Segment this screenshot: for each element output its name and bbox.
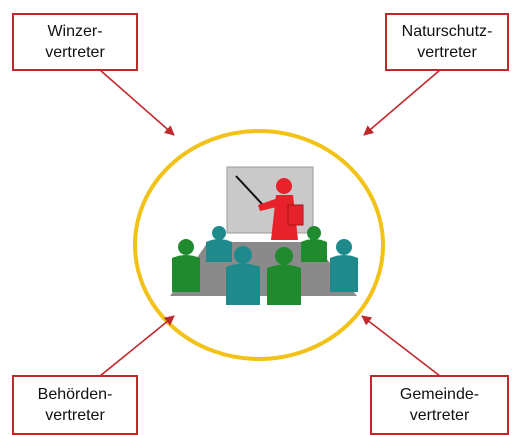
pointer-stick [235,175,263,205]
box-label-line2: vertreter [417,44,477,61]
arrow-top-left [99,69,175,136]
central-circle [133,129,385,361]
person-back-left [206,226,232,262]
box-behoerdenvertreter: Behörden- vertreter [12,375,138,435]
box-label-line2: vertreter [45,44,105,61]
presenter-figure [258,178,304,240]
arrow-top-right [363,69,441,136]
box-winzervertreter: Winzer- vertreter [12,13,138,71]
box-naturschutzvertreter: Naturschutz- vertreter [385,13,509,71]
person-left-side [172,239,200,292]
arrow-bottom-left [99,315,175,377]
box-gemeindevertreter: Gemeinde- vertreter [370,375,509,435]
person-front-right [267,247,301,305]
person-back-right [301,226,327,262]
box-label-line2: vertreter [45,407,105,424]
box-label-line1: Gemeinde- [399,386,480,403]
person-front-left [226,246,260,305]
arrow-bottom-right [361,315,441,377]
box-label-line2: vertreter [409,407,470,424]
box-label-line1: Winzer- [47,23,103,40]
person-right-side [330,239,358,292]
meeting-presentation-icon [170,166,358,305]
box-label-line1: Naturschutz- [401,23,493,40]
box-label-line1: Behörden- [37,386,113,403]
